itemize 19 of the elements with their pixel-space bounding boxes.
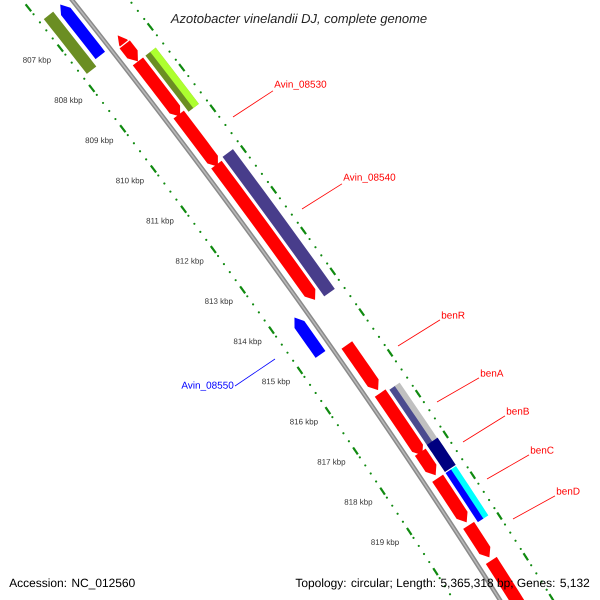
leader-line <box>398 319 440 346</box>
leader-line <box>232 90 274 118</box>
accession-text: Accession: NC_012560 <box>9 578 135 590</box>
leader-line <box>234 358 276 386</box>
leader-line <box>486 454 530 480</box>
genome-info-text: Topology: circular; Length: 5,365,318 bp; Genes: 5,132 <box>296 578 590 590</box>
gene-label: Avin_08540 <box>343 173 396 183</box>
leader-line <box>512 495 556 520</box>
gene-label: benB <box>506 407 529 415</box>
leader-line <box>302 183 342 210</box>
leader-line <box>462 415 506 442</box>
gene-label: benC <box>530 446 554 454</box>
gene-label: benD <box>556 487 580 495</box>
title: Azotobacter vinelandii DJ, complete genome <box>170 14 427 26</box>
gene-label: Avin_08530 <box>274 80 326 90</box>
gene-label: Avin_08550 <box>181 381 234 391</box>
gene-label: benR <box>442 311 465 319</box>
gene-label: benA <box>480 369 504 377</box>
leader-line <box>436 377 480 402</box>
